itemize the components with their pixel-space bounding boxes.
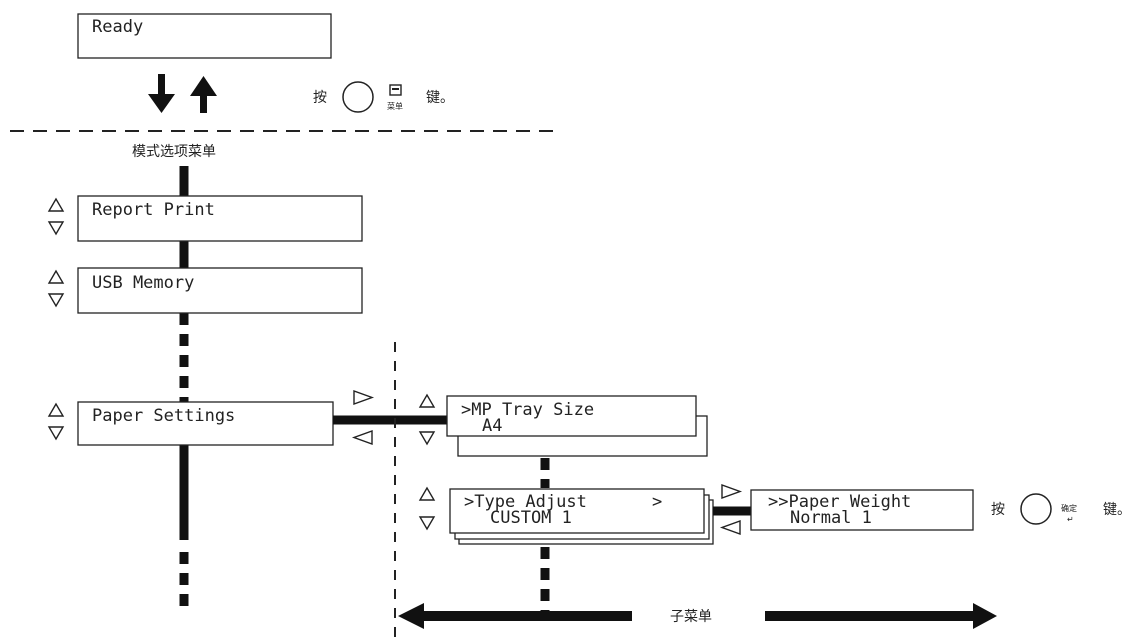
ok-key-caption: 确定 [1061, 503, 1077, 513]
up-arrow-icon [190, 76, 217, 113]
mp-tray-size-line1: >MP Tray Size [461, 400, 594, 420]
usb-memory-text: USB Memory [92, 273, 194, 293]
menu-key-button[interactable] [342, 81, 374, 113]
ready-display [77, 13, 332, 59]
up-down-triangle-icon [47, 269, 65, 308]
ok-key-icon: ↵ [1067, 515, 1074, 524]
up-down-triangle-icon [47, 197, 65, 236]
ready-text: Ready [92, 17, 143, 37]
paper-settings-display [77, 401, 334, 446]
submenu-right-arrow-icon [765, 603, 997, 629]
usb-memory-display [77, 267, 363, 314]
up-down-triangle-icon [418, 393, 436, 446]
menu-key-caption: 菜单 [387, 101, 403, 111]
mp-tray-size-display [446, 395, 697, 437]
paper-settings-text: Paper Settings [92, 406, 235, 426]
right-triangle-icon [353, 390, 375, 405]
left-triangle-icon [351, 430, 373, 445]
paper-weight-display [750, 489, 974, 531]
mode-menu-label: 模式选项菜单 [132, 144, 216, 160]
type-adjust-line1: >Type Adjust [464, 492, 587, 512]
up-down-triangle-icon [47, 402, 65, 441]
report-print-display [77, 195, 363, 242]
down-arrow-icon [148, 74, 175, 113]
type-adjust-display [449, 488, 705, 534]
report-print-text: Report Print [92, 200, 215, 220]
type-adjust-arrow: > [652, 492, 662, 512]
press-ok-prefix: 按 [991, 502, 1005, 518]
menu-key-icon [389, 84, 402, 96]
submenu-left-arrow-icon [398, 603, 632, 629]
left-triangle-icon [719, 520, 741, 535]
up-down-triangle-icon [418, 486, 436, 531]
mp-tray-size-line2: A4 [482, 416, 502, 436]
paper-weight-line1: >>Paper Weight [768, 492, 911, 512]
ok-key-button[interactable] [1020, 493, 1052, 525]
right-triangle-icon [721, 484, 743, 499]
type-adjust-line2: CUSTOM 1 [490, 508, 572, 528]
press-ok-suffix: 键。 [1103, 502, 1131, 518]
paper-weight-line2: Normal 1 [790, 508, 872, 528]
press-menu-suffix: 键。 [426, 90, 454, 106]
press-menu-prefix: 按 [313, 90, 327, 106]
submenu-label: 子菜单 [670, 609, 712, 625]
